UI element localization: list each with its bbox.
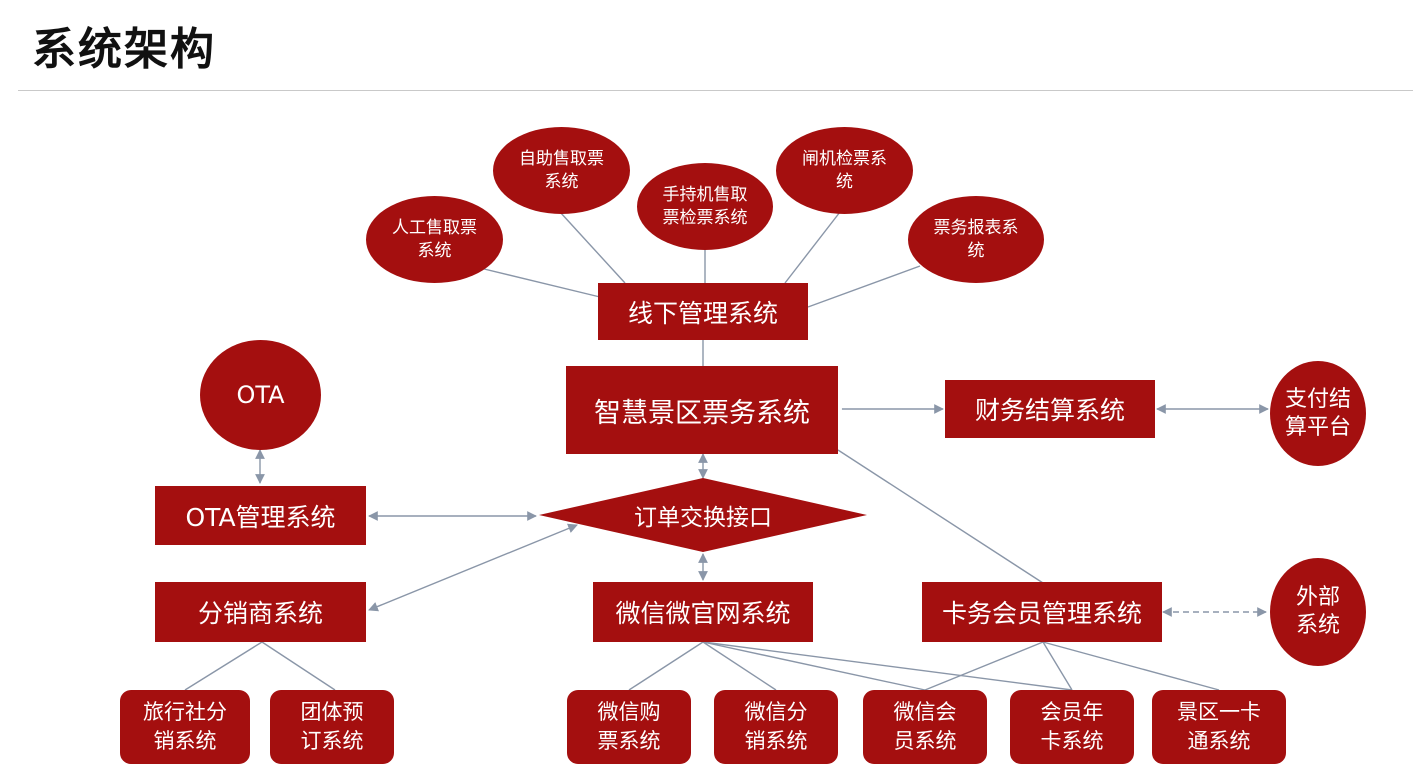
connector-gate-to-offline <box>784 211 841 284</box>
connector-wechat-member <box>702 641 926 691</box>
smart-ticketing-system: 智慧景区票务系统 <box>566 366 838 454</box>
self-service-ticket-system: 自助售取票 系统 <box>493 127 630 214</box>
order-exchange-interface: 订单交换接口 <box>634 505 772 531</box>
ota-management-system: OTA管理系统 <box>155 486 366 545</box>
order-interface-diamond <box>539 478 867 552</box>
page-title: 系统架构 <box>32 24 216 75</box>
connector-distributor-travel <box>184 641 263 691</box>
title-divider <box>18 90 1413 91</box>
distributor-system: 分销商系统 <box>155 582 366 642</box>
connector-card-annual <box>1042 641 1073 691</box>
manual-ticket-system: 人工售取票 系统 <box>366 196 503 283</box>
connector-self-to-offline <box>559 211 626 284</box>
connector-distributor-order <box>368 523 578 612</box>
group-booking-system: 团体预 订系统 <box>270 690 394 764</box>
card-member-management-system: 卡务会员管理系统 <box>922 582 1162 642</box>
connector-card-scenic <box>1042 641 1220 691</box>
ticket-report-system: 票务报表系 统 <box>908 196 1044 283</box>
ota-node: OTA <box>200 340 321 450</box>
connector-wechat-dist <box>702 641 777 691</box>
offline-management-system: 线下管理系统 <box>598 283 808 340</box>
gate-check-system: 闸机检票系 统 <box>776 127 913 214</box>
handheld-ticket-system: 手持机售取 票检票系统 <box>637 163 773 250</box>
connector-card-wmember <box>924 641 1044 691</box>
connector-manual-to-offline <box>479 267 601 298</box>
connector-report-to-offline <box>807 265 921 308</box>
wechat-member-system: 微信会 员系统 <box>863 690 987 764</box>
connector-wechat-annual <box>702 641 1073 691</box>
payment-settlement-platform: 支付结 算平台 <box>1270 361 1366 466</box>
connector-wechat-buy <box>628 641 704 691</box>
finance-settlement-system: 财务结算系统 <box>945 380 1155 438</box>
wechat-ticket-purchase-system: 微信购 票系统 <box>567 690 691 764</box>
connector-distributor-group <box>261 641 336 691</box>
wechat-site-system: 微信微官网系统 <box>593 582 813 642</box>
external-system: 外部 系统 <box>1270 558 1366 666</box>
scenic-one-card-system: 景区一卡 通系统 <box>1152 690 1286 764</box>
wechat-distribution-system: 微信分 销系统 <box>714 690 838 764</box>
annual-card-system: 会员年 卡系统 <box>1010 690 1134 764</box>
travel-agency-distribution-system: 旅行社分 销系统 <box>120 690 250 764</box>
connector-smart-to-card <box>837 449 1044 584</box>
